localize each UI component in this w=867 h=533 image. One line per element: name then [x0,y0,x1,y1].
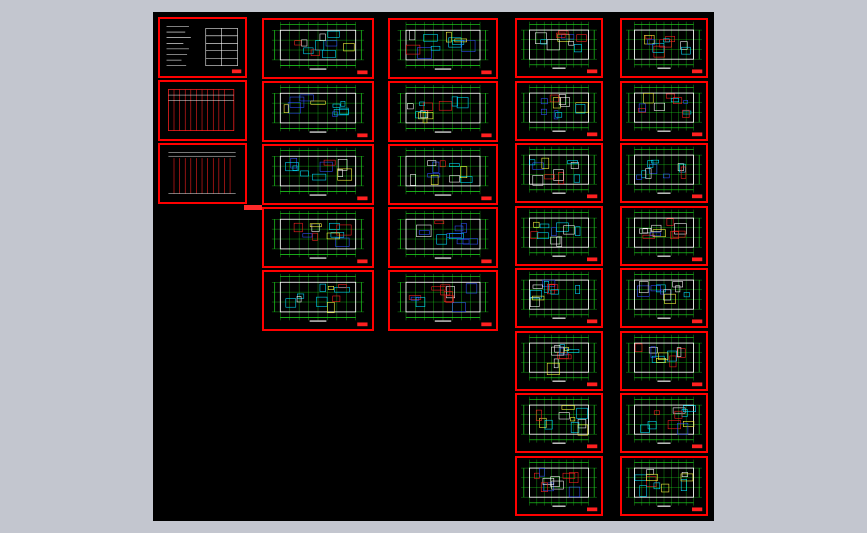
sheet-plan-col4-4[interactable] [515,205,603,266]
floor-plan-drawing [626,271,703,324]
sheet-plan-col3-2[interactable] [388,81,498,142]
sheet-plan-col4-2[interactable] [515,80,603,141]
sheet-schedule-table-1[interactable] [158,80,247,141]
sheet-plan-col5-4[interactable] [620,205,708,266]
sheet-plan-col5-7[interactable] [620,393,708,453]
floor-plan-drawing [521,271,598,324]
sheet-plan-col2-3[interactable] [262,144,374,205]
floor-plan-drawing [626,209,703,261]
sheet-plan-col2-5[interactable] [262,270,374,331]
floor-plan-drawing [397,21,492,75]
sheet-plan-col3-3[interactable] [388,144,498,205]
floor-plan-drawing [626,146,703,199]
cad-drawing-canvas[interactable] [153,12,714,521]
sheet-plan-col5-2[interactable] [620,80,708,141]
schedule-table-2-drawing [168,152,236,194]
sheet-plan-col4-1[interactable] [515,18,603,78]
sheet-plan-col4-6[interactable] [515,330,603,391]
floor-plan-drawing [521,459,598,511]
sheet-plan-col2-4[interactable] [262,207,374,268]
floor-plan-drawing [521,334,598,386]
floor-plan-drawing [271,84,368,138]
floor-plan-drawing [626,396,703,449]
floor-plan-drawing [271,147,368,201]
floor-plan-drawing [271,273,368,327]
sheet-plan-col4-5[interactable] [515,268,603,328]
sheet-schedule-table-2[interactable] [158,143,247,204]
floor-plan-drawing [626,84,703,136]
floor-plan-drawing [271,21,368,75]
floor-plan-drawing [397,147,492,201]
sheet-plan-col4-8[interactable] [515,455,603,516]
sheet-plan-col5-1[interactable] [620,18,708,78]
selection-grip-marker[interactable] [244,205,262,210]
floor-plan-drawing [397,84,492,138]
cover-notes-drawing [166,26,242,74]
floor-plan-drawing [397,210,492,264]
floor-plan-drawing [271,210,368,264]
sheet-plan-col4-7[interactable] [515,393,603,453]
sheet-plan-col3-1[interactable] [388,18,498,79]
floor-plan-drawing [626,459,703,511]
sheet-plan-col5-5[interactable] [620,268,708,328]
sheet-plan-col2-2[interactable] [262,81,374,142]
sheet-plan-col3-5[interactable] [388,270,498,331]
sheet-plan-col5-3[interactable] [620,143,708,203]
sheet-plan-col3-4[interactable] [388,207,498,268]
floor-plan-drawing [626,21,703,74]
sheet-plan-col5-6[interactable] [620,330,708,391]
floor-plan-drawing [397,273,492,327]
sheet-plan-col5-8[interactable] [620,455,708,516]
floor-plan-drawing [521,396,598,449]
floor-plan-drawing [521,21,598,74]
sheet-plan-col2-1[interactable] [262,18,374,79]
schedule-table-1-drawing [168,89,235,131]
floor-plan-drawing [626,334,703,386]
sheet-plan-col4-3[interactable] [515,143,603,203]
sheet-cover-notes[interactable] [158,17,247,78]
floor-plan-drawing [521,84,598,136]
floor-plan-drawing [521,209,598,261]
floor-plan-drawing [521,146,598,199]
